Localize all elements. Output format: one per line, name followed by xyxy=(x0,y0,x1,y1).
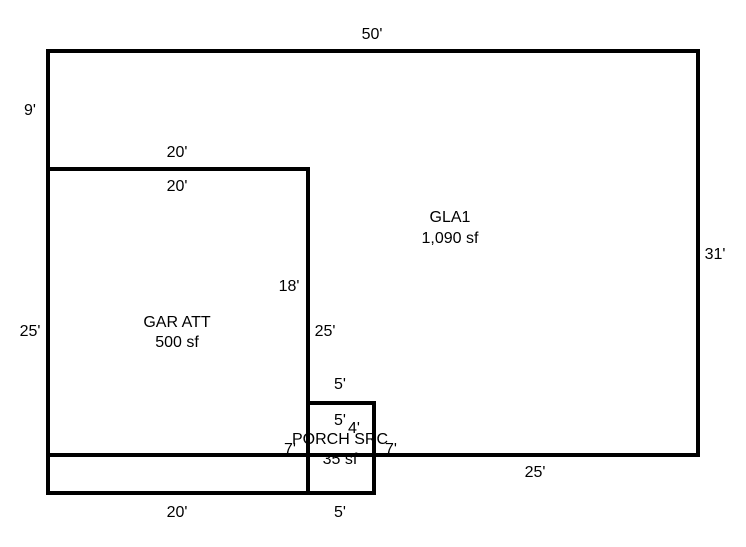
garage-area: 500 sf xyxy=(155,334,199,351)
garage-name: GAR ATT xyxy=(143,314,210,331)
garage-outline xyxy=(46,167,310,495)
dim-gla-left-of-porch: 25' xyxy=(315,323,336,340)
dim-garage-right-inner: 18' xyxy=(279,278,300,295)
dim-garage-top-outer: 20' xyxy=(167,144,188,161)
dim-right-height: 31' xyxy=(705,246,726,263)
gla1-area: 1,090 sf xyxy=(422,230,479,247)
dim-porch-top-inner: 5' xyxy=(334,412,346,429)
dim-porch-right-inner: 4' xyxy=(348,420,360,437)
dim-top-width: 50' xyxy=(362,26,383,43)
dim-bottom-garage: 20' xyxy=(167,504,188,521)
dim-porch-left: 7' xyxy=(284,441,296,458)
dim-porch-top-outer: 5' xyxy=(334,376,346,393)
porch-name: PORCH SRC xyxy=(292,431,388,448)
dim-garage-top-inner: 20' xyxy=(167,178,188,195)
dim-bottom-porch: 5' xyxy=(334,504,346,521)
dim-left-lower: 25' xyxy=(20,323,41,340)
porch-outline xyxy=(306,401,376,495)
dim-bottom-gla: 25' xyxy=(525,464,546,481)
gla1-name: GLA1 xyxy=(430,209,471,226)
porch-area: 35 sf xyxy=(323,451,358,468)
dim-left-upper: 9' xyxy=(24,102,36,119)
gla1-outline xyxy=(46,49,700,457)
dim-porch-right: 7' xyxy=(385,441,397,458)
